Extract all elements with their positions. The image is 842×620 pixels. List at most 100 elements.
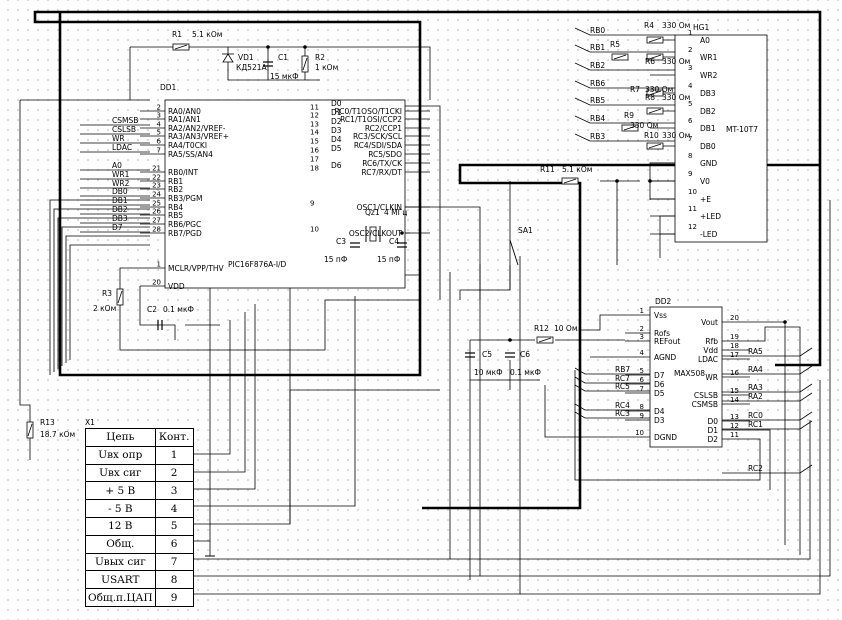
mcu-pin-number: 13 [310, 121, 319, 129]
dac-pin-number: 14 [730, 396, 739, 404]
table-header-contact: Конт. [154, 428, 194, 447]
mcu-pin-name: OSC2/CLKOUT [349, 229, 403, 238]
dac-net-label: RB7 [615, 365, 630, 374]
r3-ref: R3 [102, 289, 112, 298]
capacitor-c6 [505, 352, 515, 358]
r7-ref: R7 [630, 85, 640, 94]
dac-pin-name: Vout [701, 318, 718, 327]
mcu-pin-name: RB2 [168, 185, 183, 194]
dac-pin-number: 5 [640, 367, 644, 375]
mcu-net-label: WR1 [112, 170, 130, 179]
mcu-pin-name: RA0/AN0 [168, 107, 201, 116]
dac-net-label: RC1 [748, 420, 763, 429]
dac-pin-number: 18 [730, 342, 739, 350]
mcu-pin-number: 25 [152, 200, 161, 208]
vd1-value: КД521А [236, 63, 267, 72]
x1-ref: X1 [85, 418, 95, 427]
c1-ref: C1 [278, 53, 288, 62]
wire [520, 380, 821, 595]
display-pin-number: 1 [688, 29, 692, 37]
wire [49, 199, 150, 375]
net-cell: USART [85, 570, 156, 590]
wire [289, 389, 440, 524]
mcu-pin-number: 10 [310, 226, 319, 234]
dac-pin-name: LDAC [698, 355, 718, 364]
net-cell: Uвх сиг [85, 463, 156, 483]
dac-pin-name: WR [705, 373, 718, 382]
dac-pin-number: 1 [640, 307, 644, 315]
dac-pin-number: 13 [730, 413, 739, 421]
mcu-net-label: D0 [331, 99, 342, 108]
dac-pin-name: D0 [707, 417, 718, 426]
dac-pin-number: 7 [640, 385, 644, 393]
contact-cell: 3 [154, 481, 194, 501]
dac-pin-number: 16 [730, 369, 739, 377]
mcu-pin-name: OSC1/CLKIN [357, 203, 402, 212]
contact-cell: 5 [154, 516, 194, 536]
display-pin-number: 11 [688, 205, 697, 213]
mcu-pin-number: 12 [310, 112, 319, 120]
resistor-r3 [116, 288, 124, 306]
wire [574, 376, 650, 384]
dac-net-label: RC5 [615, 382, 630, 391]
board-outline-b [422, 163, 820, 510]
net-cell: - 5 В [85, 499, 156, 518]
r12-ref: R12 [534, 324, 549, 333]
mcu-pin-number: 27 [152, 217, 161, 225]
dac-pin-number: 2 [640, 325, 644, 333]
wire [574, 80, 675, 89]
junction-dot [615, 179, 619, 183]
net-cell: Uвх опр [85, 445, 156, 465]
wire [19, 100, 31, 460]
display-pin-name: DB1 [700, 124, 716, 133]
display-net-label: RB3 [590, 132, 605, 141]
wire [574, 97, 675, 106]
mcu-pin-number: 22 [152, 174, 161, 182]
wire [175, 256, 521, 595]
r3-value: 2 кОм [93, 304, 116, 313]
r11-value: 5.1 кОм [562, 165, 592, 174]
wire [574, 27, 675, 36]
dac-pin-number: 15 [730, 387, 739, 395]
display-pin-number: 10 [688, 188, 697, 196]
contact-cell: 2 [154, 463, 194, 483]
display-pin-name: WR1 [700, 53, 718, 62]
dac-net-label: RA5 [748, 347, 763, 356]
mcu-net-label: WR2 [112, 179, 130, 188]
dac-part-label: MAX508 [674, 369, 705, 378]
mcu-pin-name: RA1/AN1 [168, 115, 201, 124]
mcu-pin-name: RC3/SCK/SCL [353, 132, 403, 141]
display-net-label: RB5 [590, 96, 605, 105]
mcu-pin-number: 24 [152, 191, 161, 199]
table-row: Общ.6 [85, 534, 194, 554]
wire [544, 385, 625, 438]
c4-ref: C4 [389, 237, 399, 246]
r13-value: 18.7 кОм [40, 430, 75, 439]
wire [65, 235, 150, 363]
display-net-label: RB6 [590, 79, 605, 88]
diode-vd1-icon [222, 53, 234, 63]
dac-pin-name: D6 [654, 380, 665, 389]
mcu-pin-number: 1 [157, 261, 161, 269]
mcu-pin-name: RB4 [168, 203, 183, 212]
display-net-label: RB4 [590, 114, 605, 123]
mcu-pin-number: 3 [157, 112, 161, 120]
wire [450, 420, 811, 560]
wire [750, 326, 801, 555]
r2-ref: R2 [315, 53, 325, 62]
contact-cell: 8 [154, 570, 194, 590]
wire [53, 208, 150, 372]
mcu-pin-name: VDD [168, 282, 185, 291]
display-pin-name: WR2 [700, 71, 718, 80]
mcu-pin-name: RB3/PGM [168, 194, 202, 203]
r10-value: 330 Ом [662, 131, 690, 140]
c6-value: 0.1 мкФ [510, 368, 541, 377]
junction-dot [266, 45, 270, 49]
mcu-pin-number: 2 [157, 104, 161, 112]
wire [722, 464, 813, 474]
